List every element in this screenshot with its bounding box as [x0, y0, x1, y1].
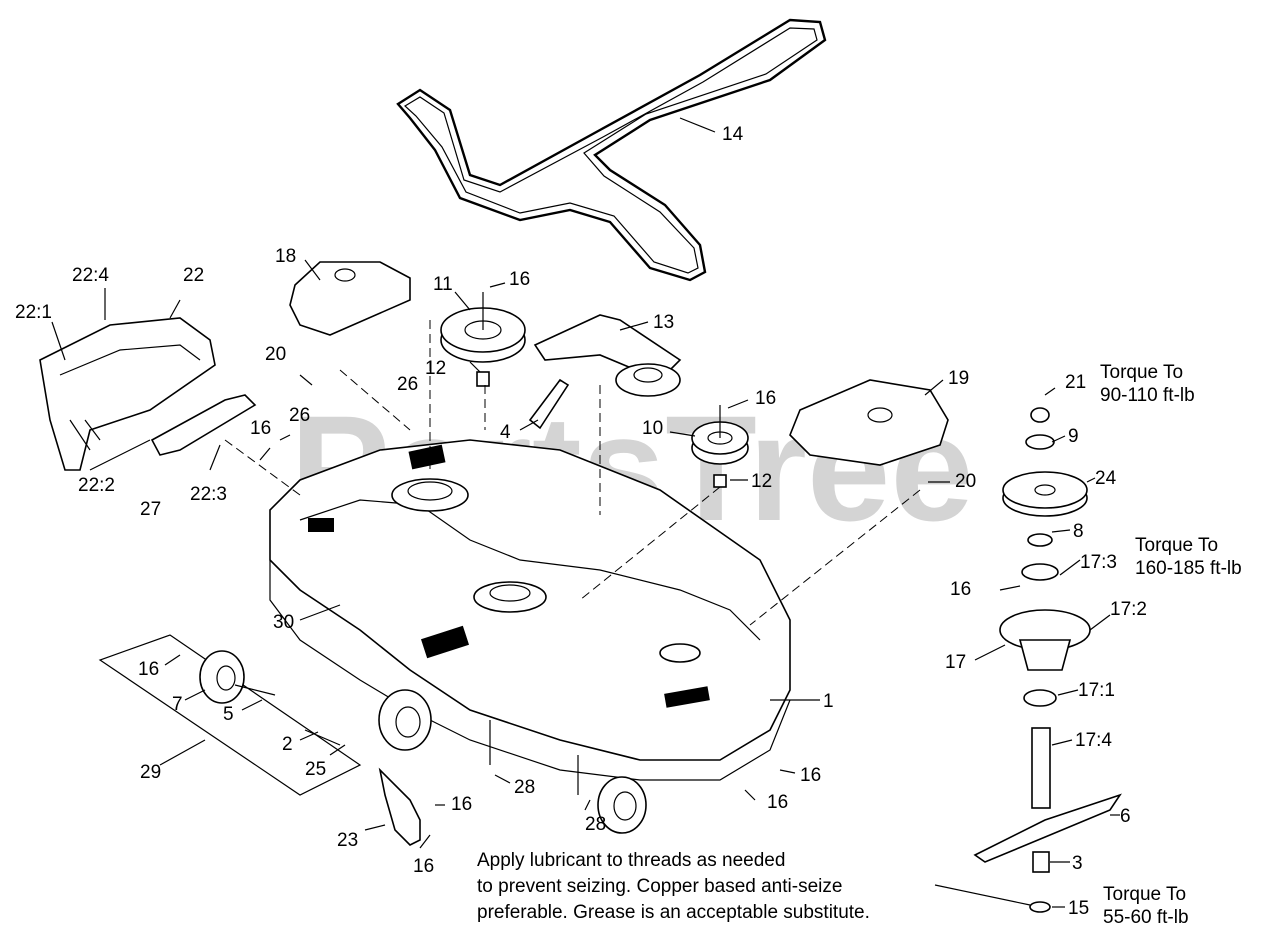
callout-24: 24	[1095, 468, 1117, 489]
callout-5: 5	[223, 704, 234, 725]
torque-15-line2: 55-60 ft-lb	[1103, 907, 1189, 928]
torque-17-line1: Torque To	[1135, 535, 1218, 556]
callout-labels: 14 18 22 22:4 22:1 11 16 13 20 12 26 26 …	[15, 124, 1147, 919]
callout-19: 19	[948, 368, 969, 389]
callout-16-deck-bottom: 16	[767, 792, 788, 813]
guide-dashes	[224, 320, 921, 626]
callout-16-pulley10: 16	[755, 388, 776, 409]
torque-21-line1: Torque To	[1100, 362, 1183, 383]
callout-10: 10	[642, 418, 663, 439]
callout-2: 2	[282, 734, 293, 755]
callout-17: 17	[945, 652, 966, 673]
callout-30: 30	[273, 612, 294, 633]
torque-21-line2: 90-110 ft-lb	[1100, 385, 1195, 406]
callout-15: 15	[1068, 898, 1089, 919]
lubrication-note: Apply lubricant to threads as needed to …	[477, 850, 870, 923]
torque-17-line2: 160-185 ft-lb	[1135, 558, 1242, 579]
belt-cover-left	[39, 317, 216, 471]
belt-cover-19	[789, 379, 949, 466]
belt-cover-18	[289, 261, 411, 336]
lube-note-line1: Apply lubricant to threads as needed	[477, 850, 785, 871]
callout-12-upper: 12	[425, 358, 446, 379]
callout-20-right: 20	[955, 471, 976, 492]
callout-17-3: 17:3	[1080, 552, 1117, 573]
lube-note-line3: preferable. Grease is an acceptable subs…	[477, 902, 870, 923]
callout-22: 22	[183, 265, 204, 286]
callout-8: 8	[1073, 521, 1084, 542]
callout-14: 14	[722, 124, 744, 145]
callout-4: 4	[500, 422, 511, 443]
cover-bracket	[150, 394, 257, 456]
callout-18: 18	[275, 246, 296, 267]
callout-12-lower: 12	[751, 471, 772, 492]
callout-22-1: 22:1	[15, 302, 52, 323]
callout-16-deck-right: 16	[800, 765, 821, 786]
callout-29: 29	[140, 762, 161, 783]
callout-26-upper: 26	[397, 374, 418, 395]
callout-22-2: 22:2	[78, 475, 115, 496]
lube-note-line2: to prevent seizing. Copper based anti-se…	[477, 876, 842, 897]
skid-plate-23	[378, 767, 421, 846]
callout-6: 6	[1120, 806, 1131, 827]
callout-22-3: 22:3	[190, 484, 227, 505]
callout-17-4: 17:4	[1075, 730, 1112, 751]
callout-16-left: 16	[250, 418, 271, 439]
callout-16-pulley11: 16	[509, 269, 530, 290]
spindle-assembly	[973, 407, 1122, 913]
callout-21: 21	[1065, 372, 1086, 393]
idler-pulley-10	[691, 405, 749, 488]
torque-15-line1: Torque To	[1103, 884, 1186, 905]
idler-arm-13	[533, 314, 682, 397]
callout-25: 25	[305, 759, 326, 780]
callout-20-left: 20	[265, 344, 286, 365]
leader-lines	[51, 117, 1120, 908]
spring-4	[528, 378, 570, 430]
callout-13: 13	[653, 312, 674, 333]
callout-16-skid-bottom: 16	[413, 856, 434, 877]
torque-notes: Torque To 90-110 ft-lb Torque To 160-185…	[1100, 362, 1242, 928]
callout-17-2: 17:2	[1110, 599, 1147, 620]
callout-17-1: 17:1	[1078, 680, 1115, 701]
callout-23: 23	[337, 830, 358, 851]
callout-28-right: 28	[585, 814, 606, 835]
callout-16-wheel: 16	[138, 659, 159, 680]
idler-pulley-11	[440, 292, 526, 387]
callout-16-spindle: 16	[950, 579, 971, 600]
callout-1: 1	[823, 691, 834, 712]
callout-7: 7	[172, 694, 183, 715]
callout-22-4: 22:4	[72, 265, 109, 286]
mower-deck	[269, 439, 791, 834]
callout-16-skid: 16	[451, 794, 472, 815]
callout-11: 11	[433, 274, 453, 295]
callout-28-left: 28	[514, 777, 535, 798]
anti-scalp-wheel	[98, 634, 362, 796]
callout-26-lower: 26	[289, 405, 310, 426]
drive-belt	[396, 18, 827, 282]
callout-3: 3	[1072, 853, 1083, 874]
callout-27: 27	[140, 499, 161, 520]
callout-9: 9	[1068, 426, 1079, 447]
